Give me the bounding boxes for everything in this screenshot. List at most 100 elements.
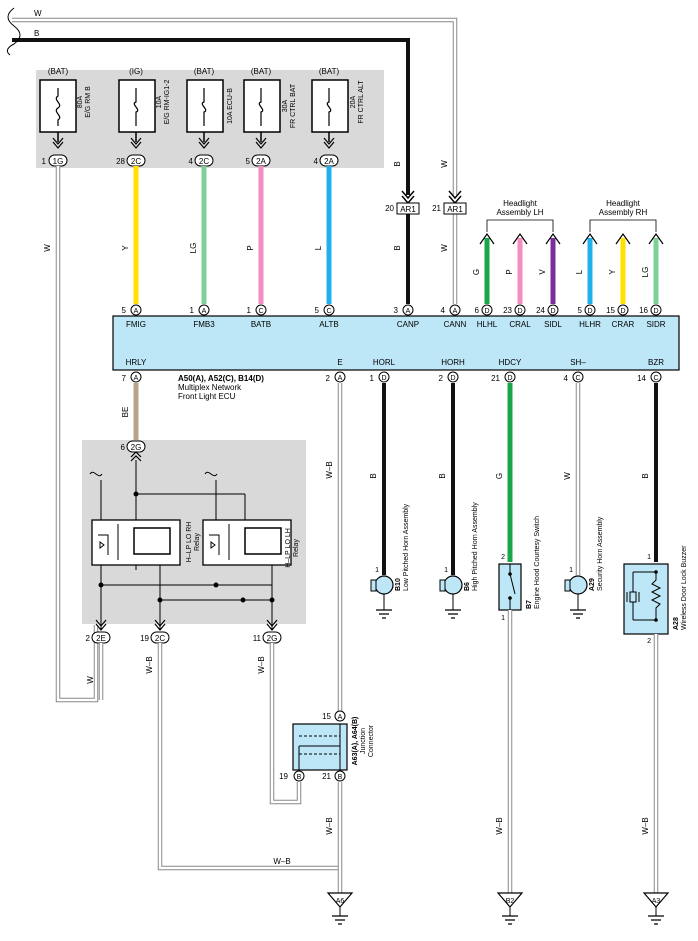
svg-text:AR1: AR1 <box>400 205 416 214</box>
svg-text:2A: 2A <box>256 157 266 166</box>
svg-text:A3: A3 <box>652 898 661 905</box>
svg-text:(BAT): (BAT) <box>194 67 215 76</box>
svg-text:6: 6 <box>121 443 126 452</box>
svg-text:B6: B6 <box>464 582 471 591</box>
svg-text:Connector: Connector <box>368 724 375 757</box>
svg-text:A: A <box>202 308 207 315</box>
svg-text:A50(A), A52(C), B14(D): A50(A), A52(C), B14(D) <box>178 374 264 383</box>
wire-break-mark <box>6 7 21 56</box>
svg-text:L: L <box>575 269 584 274</box>
svg-text:80A: 80A <box>77 95 84 108</box>
svg-text:23: 23 <box>503 306 512 315</box>
svg-text:C: C <box>575 375 580 382</box>
svg-text:1: 1 <box>370 374 375 383</box>
svg-text:HORL: HORL <box>373 358 396 367</box>
junction-connector: 15 A 19 B 21 B A63(A), A64(B) Junction C… <box>279 710 375 782</box>
svg-text:1: 1 <box>501 615 505 622</box>
svg-text:HRLY: HRLY <box>126 358 147 367</box>
svg-text:W: W <box>563 472 572 480</box>
headlight-wires <box>479 232 664 304</box>
svg-text:CRAL: CRAL <box>509 320 531 329</box>
svg-text:4: 4 <box>441 306 446 315</box>
svg-text:B: B <box>438 473 447 478</box>
svg-text:1: 1 <box>42 157 47 166</box>
wireless-door-lock-buzzer: B 1 2 A28 Wireless Door Lock Buzzer W–B <box>623 383 688 893</box>
svg-text:16: 16 <box>639 306 648 315</box>
svg-text:HORH: HORH <box>441 358 465 367</box>
svg-text:P: P <box>505 269 514 274</box>
svg-text:D: D <box>381 375 386 382</box>
svg-text:5: 5 <box>246 157 251 166</box>
engine-hood-courtesy-switch: G 2 1 B7 Engine Hood Courtesy Switch W–B <box>495 383 541 893</box>
svg-text:Y: Y <box>121 245 130 251</box>
svg-text:1: 1 <box>190 306 195 315</box>
svg-text:H–LP LO RH: H–LP LO RH <box>186 522 193 563</box>
svg-text:5: 5 <box>122 306 127 315</box>
svg-text:B: B <box>297 774 302 781</box>
svg-text:2: 2 <box>439 374 444 383</box>
svg-text:LG: LG <box>641 267 650 278</box>
svg-text:D: D <box>620 308 625 315</box>
fuse-box-connectors <box>52 132 335 149</box>
svg-text:Relay: Relay <box>194 533 201 551</box>
svg-text:1: 1 <box>444 567 448 574</box>
svg-text:W–B: W–B <box>495 817 504 834</box>
svg-text:21: 21 <box>322 772 331 781</box>
svg-text:SIDR: SIDR <box>646 320 665 329</box>
fuse-20a-fr-ctrl-alt: (BAT) 20A FR CTRL ALT <box>311 67 365 133</box>
svg-text:W–B: W–B <box>325 461 334 478</box>
svg-text:2: 2 <box>647 638 651 645</box>
svg-text:Relay: Relay <box>293 539 300 557</box>
junction-out-wire: W–B <box>325 782 343 893</box>
svg-text:CRAR: CRAR <box>612 320 635 329</box>
svg-text:(BAT): (BAT) <box>251 67 272 76</box>
svg-text:BATB: BATB <box>251 320 271 329</box>
ecu-title: A50(A), A52(C), B14(D) Multiplex Network… <box>178 374 264 401</box>
svg-text:SIDL: SIDL <box>544 320 562 329</box>
svg-text:1G: 1G <box>53 157 64 166</box>
svg-text:A: A <box>338 375 343 382</box>
svg-text:A: A <box>406 308 411 315</box>
svg-text:B: B <box>338 774 343 781</box>
svg-text:H–LP LO LH: H–LP LO LH <box>285 528 292 568</box>
svg-text:W–B: W–B <box>273 857 290 866</box>
svg-text:P: P <box>246 245 255 250</box>
svg-text:B: B <box>393 161 402 166</box>
fuse-2-label: 10A ECU-B <box>227 88 234 124</box>
top-wire-b-label: B <box>34 29 39 38</box>
svg-text:B2: B2 <box>506 898 515 905</box>
fuse-10a-ecu-b: (BAT) 10A ECU-B <box>186 67 234 133</box>
svg-text:AR1: AR1 <box>447 205 463 214</box>
svg-text:A: A <box>338 714 343 721</box>
svg-text:C: C <box>258 308 263 315</box>
svg-text:FR CTRL ALT: FR CTRL ALT <box>358 80 365 124</box>
svg-text:A28: A28 <box>673 617 680 630</box>
svg-text:E/G RM B: E/G RM B <box>85 86 92 118</box>
relay-lh: H–LP LO LH Relay <box>202 519 300 568</box>
svg-text:(BAT): (BAT) <box>48 67 69 76</box>
svg-text:Multiplex Network: Multiplex Network <box>178 383 242 392</box>
high-pitched-horn: B 1 B6 High Pitched Horn Assembly <box>438 383 479 619</box>
svg-text:HDCY: HDCY <box>499 358 522 367</box>
svg-text:1: 1 <box>647 554 651 561</box>
headlight-lh: Headlight Assembly LH <box>486 199 554 232</box>
fuse-wires <box>55 166 458 703</box>
relay-out-connectors: 2 2E 19 2C 11 2G <box>86 619 282 644</box>
svg-text:D: D <box>550 308 555 315</box>
svg-text:Front Light ECU: Front Light ECU <box>178 392 236 401</box>
svg-text:D: D <box>587 308 592 315</box>
svg-text:High Pitched Horn Assembly: High Pitched Horn Assembly <box>472 502 479 591</box>
svg-text:2C: 2C <box>155 634 165 643</box>
svg-text:B10: B10 <box>395 578 402 591</box>
top-wire-w-label: W <box>34 9 42 18</box>
fuse-10a-erm-ig1-2: (IG) 10A E/G RM-IG1-2 <box>118 67 171 133</box>
